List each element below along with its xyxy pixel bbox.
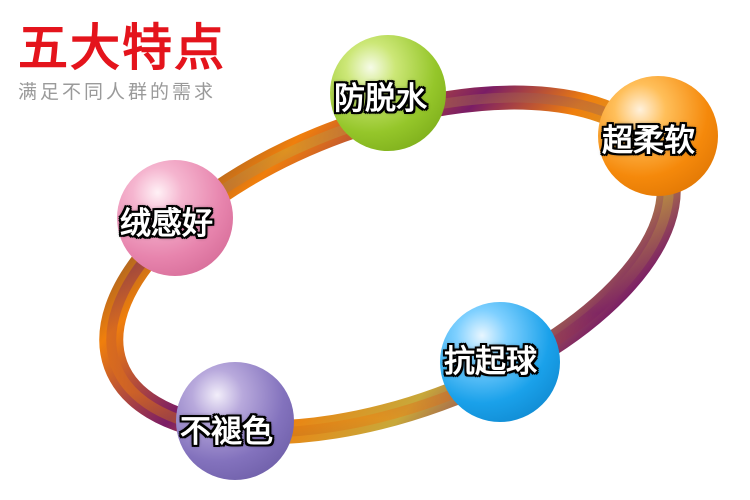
- page-title: 五大特点: [18, 19, 226, 77]
- page-subtitle: 满足不同人群的需求: [18, 81, 217, 103]
- feature-ball-anti-dehydration: [330, 35, 446, 151]
- feature-ball-colorfast: [176, 362, 294, 480]
- feature-ball-anti-pilling: [440, 302, 560, 422]
- feature-ball-ultra-soft: [598, 76, 718, 196]
- feature-label-velvety-feel: 绒感好: [120, 206, 213, 242]
- feature-label-colorfast: 不褪色: [180, 414, 273, 450]
- feature-ball-velvety-feel: [117, 160, 233, 276]
- heading-block: 五大特点 满足不同人群的需求: [18, 18, 226, 104]
- feature-label-anti-dehydration: 防脱水: [334, 81, 427, 117]
- feature-label-anti-pilling: 抗起球: [444, 344, 537, 380]
- feature-label-ultra-soft: 超柔软: [602, 123, 695, 159]
